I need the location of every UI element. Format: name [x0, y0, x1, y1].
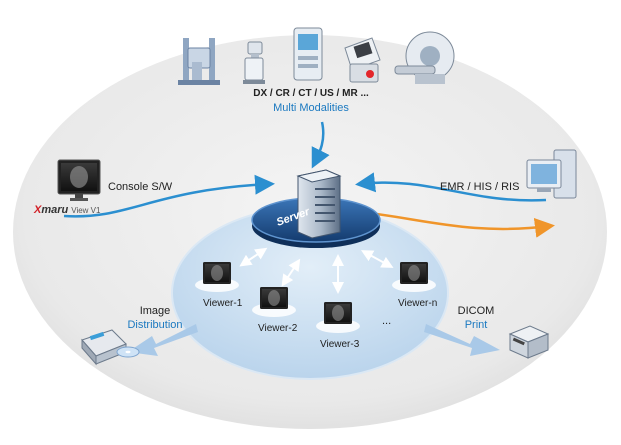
dicom-print-label-line2: Print — [465, 319, 488, 331]
server-tower-icon — [296, 169, 342, 239]
dicom-printer-icon — [508, 325, 550, 359]
emr-to-server-arrow — [355, 172, 547, 202]
server-node: Server — [251, 169, 381, 248]
logo-x: X — [33, 204, 42, 216]
image-distribution-label-line1: Image — [140, 305, 171, 317]
viewer-n-link — [360, 250, 394, 268]
console-label: Console S/W — [108, 181, 173, 193]
modalities-caption: Multi Modalities — [273, 102, 349, 114]
viewer-1-label: Viewer-1 — [203, 298, 243, 309]
xray-stand-icon — [178, 38, 220, 85]
viewer-n — [392, 262, 436, 292]
viewer-2 — [252, 287, 296, 317]
ct-scanner-icon — [394, 31, 455, 84]
logo-maru: maru — [41, 204, 68, 216]
modality-types-text: DX / CR / CT / US / MR ... — [253, 88, 369, 99]
image-distribution-label-line2: Distribution — [127, 319, 182, 331]
viewer-3-label: Viewer-3 — [320, 339, 360, 350]
viewer-2-link — [281, 258, 301, 287]
server-to-emr-arrow — [359, 210, 555, 238]
viewer-2-label: Viewer-2 — [258, 323, 298, 334]
modalities-to-server-arrow — [311, 121, 330, 169]
console-to-server-arrow — [63, 174, 275, 218]
viewer-ellipsis: ... — [382, 315, 391, 327]
cr-reader-icon — [293, 27, 323, 81]
viewer-1-link — [239, 247, 268, 267]
modality-devices — [178, 27, 455, 85]
ultrasound-icon — [243, 41, 265, 84]
dicom-print-arrow — [424, 324, 500, 356]
logo-suffix: View V1 — [71, 206, 101, 215]
dicom-print-label-line1: DICOM — [458, 305, 495, 317]
image-distribution-arrow — [128, 324, 198, 356]
viewer-n-label: Viewer-n — [398, 298, 437, 309]
console-monitor-icon — [57, 159, 101, 201]
viewer-3 — [316, 302, 360, 333]
viewer-1 — [195, 262, 239, 292]
viewer-link-arrows — [239, 247, 394, 294]
emr-workstation-icon — [526, 149, 577, 199]
emr-label: EMR / HIS / RIS — [440, 181, 519, 193]
dx-console-icon — [344, 37, 381, 83]
cd-disc-icon — [116, 346, 140, 358]
